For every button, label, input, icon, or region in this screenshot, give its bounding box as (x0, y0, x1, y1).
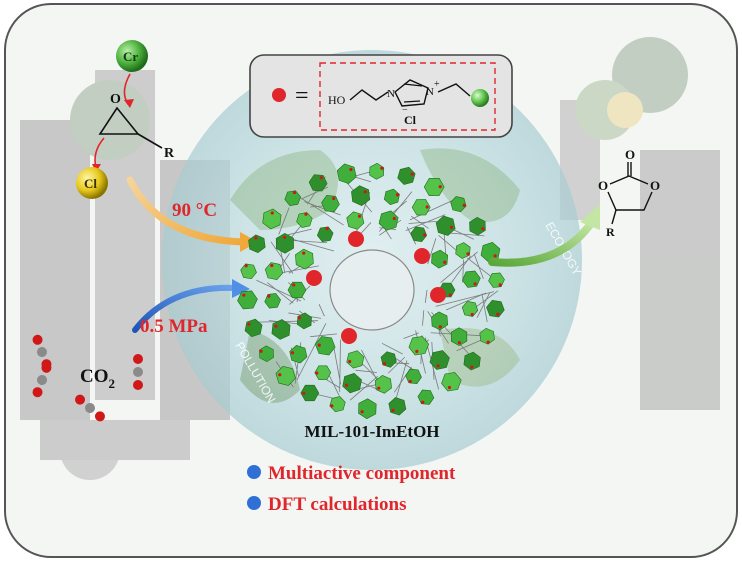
framework-active-site (430, 287, 446, 303)
framework-oxygen (291, 351, 294, 354)
epoxide-o-label: O (110, 92, 121, 107)
framework-oxygen (293, 191, 296, 194)
framework-oxygen (458, 341, 461, 344)
framework-active-site (341, 328, 357, 344)
framework-name: MIL-101-ImEtOH (304, 422, 439, 441)
framework-oxygen (470, 365, 473, 368)
linker-green-ball (471, 89, 489, 107)
carbonyl-o-label: O (625, 147, 635, 162)
framework-oxygen (330, 404, 333, 407)
framework-oxygen (259, 350, 262, 353)
framework-oxygen (409, 380, 412, 383)
framework-oxygen (393, 217, 396, 220)
n1-label: N (387, 88, 395, 100)
framework-oxygen (302, 252, 305, 255)
framework-oxygen (358, 215, 361, 218)
legend-box: = HO N N + − Cl (250, 55, 512, 137)
framework-oxygen (391, 409, 394, 412)
framework-active-site (414, 248, 430, 264)
framework-oxygen (302, 392, 305, 395)
framework-oxygen (348, 360, 351, 363)
equals-sign: = (295, 83, 309, 109)
ho-label: HO (328, 93, 346, 107)
highlight-bullet-1 (247, 465, 261, 479)
product-r-label: R (606, 225, 615, 239)
framework-oxygen (271, 211, 274, 214)
framework-oxygen (247, 323, 250, 326)
framework-oxygen (267, 295, 270, 298)
framework-oxygen (304, 213, 307, 216)
framework-active-site (348, 231, 364, 247)
epoxide-r-label: R (164, 146, 175, 161)
highlight-text-1: Multiactive component (268, 463, 456, 484)
framework-oxygen (423, 233, 426, 236)
framework-oxygen (380, 167, 383, 170)
framework-oxygen (326, 227, 329, 230)
framework-oxygen (436, 364, 439, 367)
framework-oxygen (466, 252, 469, 255)
framework-oxygen (471, 313, 474, 316)
framework-oxygen (448, 386, 451, 389)
framework-oxygen (439, 185, 442, 188)
framework-pore (330, 250, 414, 330)
framework-oxygen (274, 325, 277, 328)
framework-oxygen (487, 341, 490, 344)
framework-oxygen (245, 264, 248, 267)
framework-oxygen (474, 282, 477, 285)
framework-oxygen (315, 371, 318, 374)
ring-o1-label: O (598, 178, 608, 193)
chloride-label: Cl (404, 113, 417, 127)
framework-oxygen (396, 193, 399, 196)
framework-oxygen (320, 176, 323, 179)
framework-oxygen (481, 227, 484, 230)
highlight-bullet-2 (247, 496, 261, 510)
framework-oxygen (499, 283, 502, 286)
framework-oxygen (450, 226, 453, 229)
highlight-text-2: DFT calculations (268, 494, 406, 515)
framework-oxygen (254, 236, 257, 239)
framework-oxygen (377, 387, 380, 390)
framework-oxygen (242, 294, 245, 297)
framework-oxygen (449, 293, 452, 296)
framework-oxygen (349, 168, 352, 171)
framework-oxygen (426, 205, 429, 208)
framework-oxygen (443, 261, 446, 264)
framework-oxygen (463, 204, 466, 207)
pressure-label: 0.5 MPa (140, 316, 208, 337)
framework-oxygen (270, 264, 273, 267)
framework-oxygen (345, 384, 348, 387)
framework-oxygen (318, 343, 321, 346)
framework-oxygen (383, 362, 386, 365)
cl-label: Cl (84, 176, 97, 191)
framework-oxygen (439, 325, 442, 328)
framework-oxygen (292, 283, 295, 286)
n2-label: N (426, 86, 434, 98)
framework-oxygen (494, 254, 497, 257)
framework-oxygen (364, 190, 367, 193)
framework-oxygen (415, 350, 418, 353)
n2-charge: + (434, 79, 440, 90)
ring-o2-label: O (650, 178, 660, 193)
framework-oxygen (361, 410, 364, 413)
framework-active-site (306, 270, 322, 286)
framework-oxygen (278, 373, 281, 376)
active-site-dot (272, 88, 286, 102)
framework-oxygen (411, 173, 414, 176)
framework-oxygen (283, 236, 286, 239)
framework-oxygen (421, 401, 424, 404)
cr-label: Cr (123, 49, 138, 64)
framework-oxygen (298, 316, 301, 319)
framework-oxygen (332, 197, 335, 200)
framework-oxygen (496, 313, 499, 316)
temperature-label: 90 °C (172, 200, 217, 221)
